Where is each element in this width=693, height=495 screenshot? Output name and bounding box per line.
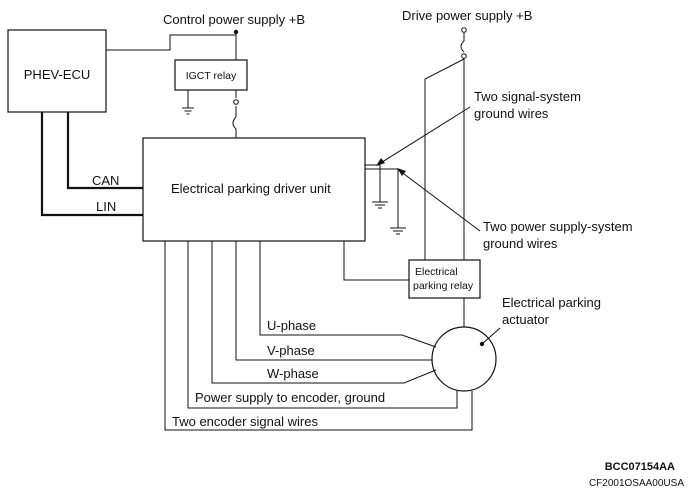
parking-relay-label: Electrical parking relay xyxy=(413,266,474,292)
actuator-line-2: actuator xyxy=(502,312,550,327)
driver-unit-box xyxy=(142,137,366,242)
power-ground-line-2: ground wires xyxy=(483,236,558,251)
drive-power-node xyxy=(461,53,467,59)
phev-ecu-box xyxy=(7,29,107,113)
can-line xyxy=(66,112,143,190)
lin-line xyxy=(40,112,143,217)
encoder-signal-label: Two encoder signal wires xyxy=(172,414,318,429)
signal-ground-line-2: ground wires xyxy=(474,106,549,121)
actuator-line-1: Electrical parking xyxy=(502,295,601,310)
power-ground-label: Two power supply-system ground wires xyxy=(483,219,636,251)
figure-code: BCC07154AA xyxy=(605,461,675,473)
igct-ground-icon xyxy=(182,107,194,115)
actuator-motor xyxy=(431,326,497,392)
w-phase-label: W-phase xyxy=(267,366,319,381)
figure-subcode: CF2001OSAA00USA xyxy=(589,478,684,489)
v-phase-label: V-phase xyxy=(267,343,315,358)
igct-relay-box xyxy=(174,59,248,91)
parking-relay-line-1: Electrical xyxy=(415,266,458,278)
drive-power-wiring xyxy=(343,33,465,327)
control-power-terminal xyxy=(233,29,239,35)
phase-wiring xyxy=(164,241,473,431)
signal-ground-line-1: Two signal-system xyxy=(474,89,581,104)
control-power-label: Control power supply +B xyxy=(163,12,305,27)
drive-power-label: Drive power supply +B xyxy=(402,8,532,23)
actuator-label: Electrical parking actuator xyxy=(502,295,605,327)
actuator-leader-dot xyxy=(479,341,485,347)
lin-label: LIN xyxy=(96,199,116,214)
control-power-wiring xyxy=(106,32,237,138)
u-phase-label: U-phase xyxy=(267,318,316,333)
power-ground-line-1: Two power supply-system xyxy=(483,219,633,234)
can-label: CAN xyxy=(92,173,119,188)
encoder-power-label: Power supply to encoder, ground xyxy=(195,390,385,405)
igct-terminal xyxy=(233,99,239,105)
phev-ecu-label: PHEV-ECU xyxy=(24,67,90,82)
driver-unit-label: Electrical parking driver unit xyxy=(171,181,331,196)
signal-ground-label: Two signal-system ground wires xyxy=(474,89,585,121)
leader-arrows xyxy=(378,106,501,345)
arrowhead-power-ground xyxy=(397,168,406,176)
parking-relay-box xyxy=(408,259,481,299)
ground-wiring xyxy=(365,164,406,235)
arrowhead-signal-ground xyxy=(376,158,385,166)
parking-relay-line-2: parking relay xyxy=(413,280,474,292)
drive-power-terminal xyxy=(461,27,467,33)
igct-relay-label: IGCT relay xyxy=(186,70,237,82)
